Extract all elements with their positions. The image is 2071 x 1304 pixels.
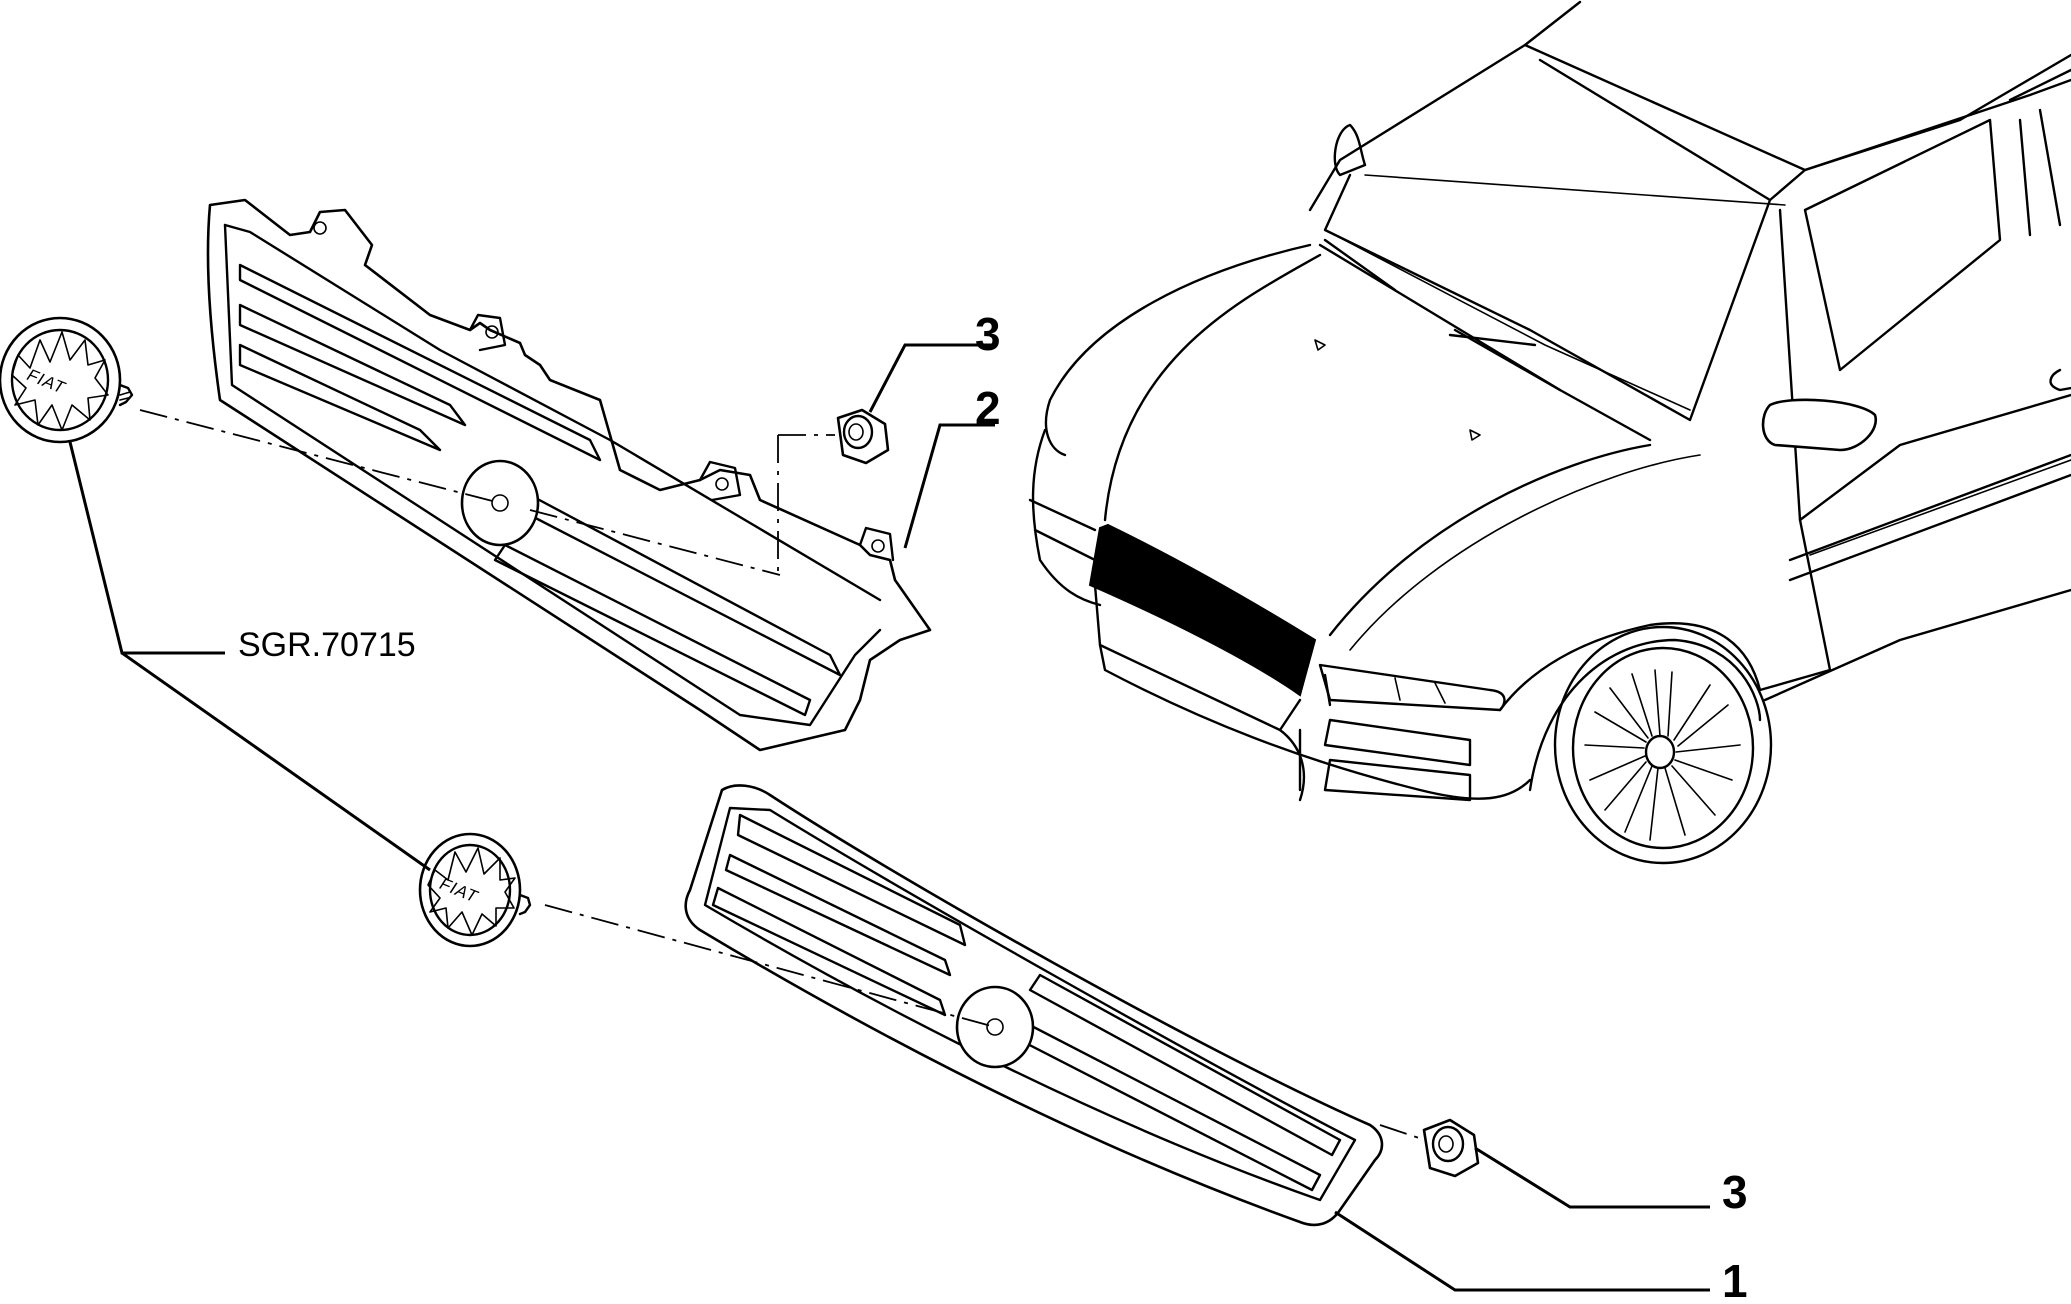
reference-code: SGR.70715 — [238, 626, 416, 664]
callout-2: 2 — [975, 382, 1001, 434]
fiat-emblem-upper: FIAT — [0, 316, 134, 444]
nut-upper — [836, 408, 890, 465]
radiator-grille-lower — [684, 784, 1384, 1227]
assembly-center-lines — [139, 409, 1426, 1141]
callout-1: 1 — [1722, 1255, 1748, 1299]
callout-3-upper: 3 — [975, 308, 1001, 360]
car-illustration — [1028, 0, 2071, 865]
callout-3-lower: 3 — [1722, 1166, 1748, 1218]
fiat-emblem-lower: FIAT — [418, 832, 532, 948]
nut-lower — [1422, 1118, 1480, 1178]
radiator-grille-upper — [206, 198, 932, 752]
callout-leaders — [68, 343, 1710, 1292]
